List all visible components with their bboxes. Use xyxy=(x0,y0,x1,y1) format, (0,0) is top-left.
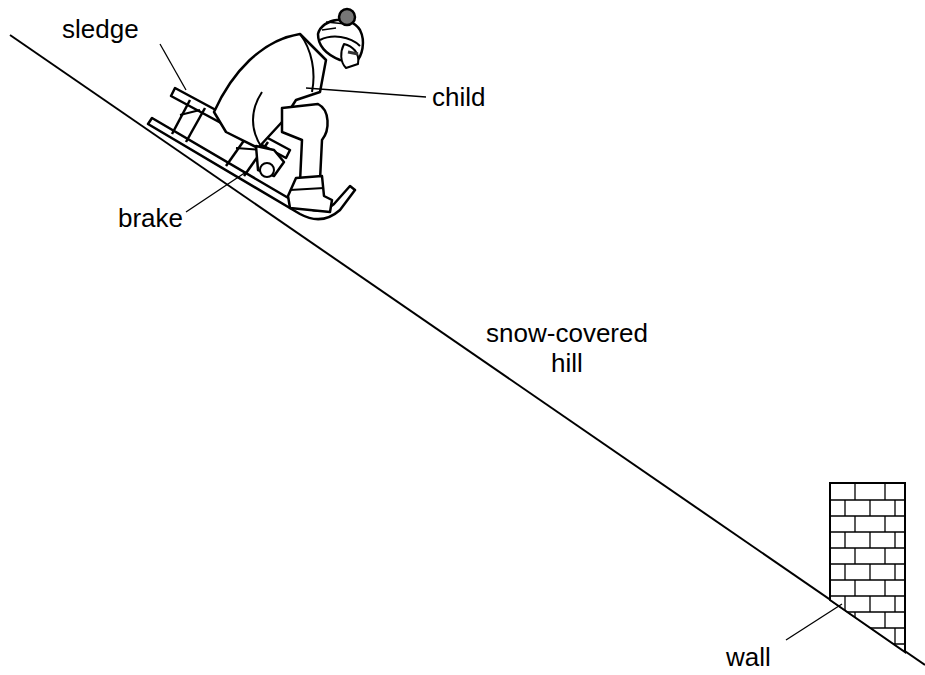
child-drawing xyxy=(214,9,363,212)
leader-line xyxy=(160,44,186,90)
leader-line xyxy=(306,88,426,97)
hill-label: snow-covered hill xyxy=(476,318,658,378)
hill-slope xyxy=(10,35,925,665)
leader-line xyxy=(186,172,246,212)
part-label: sledge xyxy=(62,14,182,44)
part-label: brake xyxy=(118,203,238,233)
leader-line xyxy=(786,604,842,640)
part-label: wall xyxy=(726,642,826,672)
part-label: child xyxy=(432,82,552,112)
brick-wall xyxy=(830,483,905,652)
